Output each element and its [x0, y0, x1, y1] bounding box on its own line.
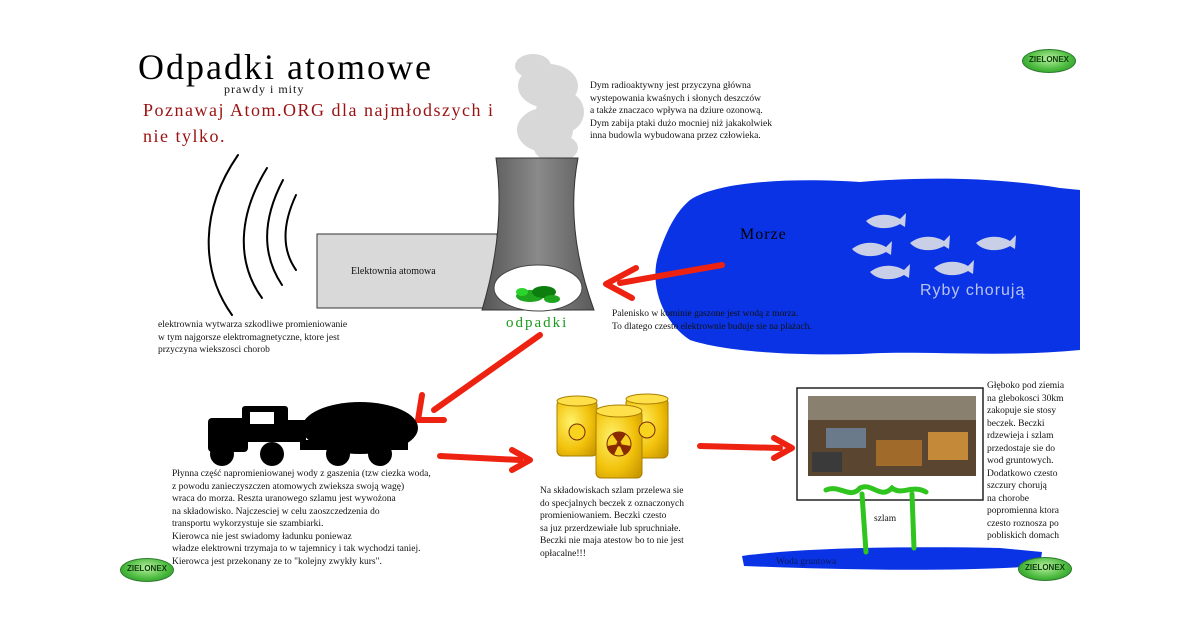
sludge-label: szlam — [874, 514, 897, 524]
nuclear-waste-pile — [516, 286, 560, 303]
page-title: Odpadki atomowe — [138, 47, 433, 87]
plant-label: Elektownia atomowa — [351, 266, 436, 277]
note-radiation: elektrownia wytwarza szkodliwe promienio… — [158, 320, 348, 355]
arrows — [415, 262, 795, 473]
brand-tagline: Poznawaj Atom.ORG dla najmłodszych i nie… — [143, 100, 495, 146]
note-smoke: Dym radioaktywny jest przyczyna główna w… — [590, 81, 773, 141]
note-furnace: Palenisko w kominie gaszone jest wodą z … — [612, 309, 812, 332]
sea-label: Morze — [740, 226, 787, 243]
waste-label: odpadki — [506, 315, 569, 331]
zielonex-logo-bottom-left: ZIELONEX — [120, 558, 174, 582]
sick-fish — [852, 213, 1016, 280]
zielonex-logo-top: ZIELONEX — [1022, 49, 1076, 73]
page-subtitle: prawdy i mity — [224, 82, 305, 96]
note-transport: Płynna część napromieniowanej wody z gas… — [172, 469, 431, 567]
sewage-truck-silhouette — [208, 402, 418, 466]
radiation-waves — [207, 154, 297, 316]
note-storage: Na składowiskach szlam przelewa sie do s… — [540, 486, 685, 559]
arrow-plant-to-truck-head — [415, 392, 447, 423]
leaking-sludge — [823, 484, 929, 555]
arrow-storage-to-dump — [697, 443, 783, 451]
arrow-sea-to-plant — [617, 262, 725, 286]
sea-area — [655, 178, 1080, 355]
arrow-storage-to-dump-head — [771, 435, 795, 461]
note-underground: Głęboko pod ziemia na glebokosci 30km za… — [987, 381, 1065, 541]
fish-label: Ryby chorują — [920, 282, 1026, 299]
plant-building — [316, 233, 498, 309]
arrow-sea-to-plant-head — [603, 265, 639, 301]
zielonex-logo-bottom-right: ZIELONEX — [1018, 557, 1072, 581]
arrow-truck-to-storage-head — [509, 447, 533, 473]
radioactive-barrels — [556, 393, 669, 479]
arrow-truck-to-storage — [437, 453, 523, 463]
arrow-plant-to-truck — [431, 332, 543, 413]
groundwater-label: Woda gruntowa — [776, 557, 837, 567]
groundwater-pool — [742, 547, 1042, 570]
barrel-symbol — [568, 421, 656, 441]
smoke-cloud — [515, 54, 584, 162]
waste-dump-photo — [796, 387, 984, 501]
barrel — [595, 404, 643, 479]
